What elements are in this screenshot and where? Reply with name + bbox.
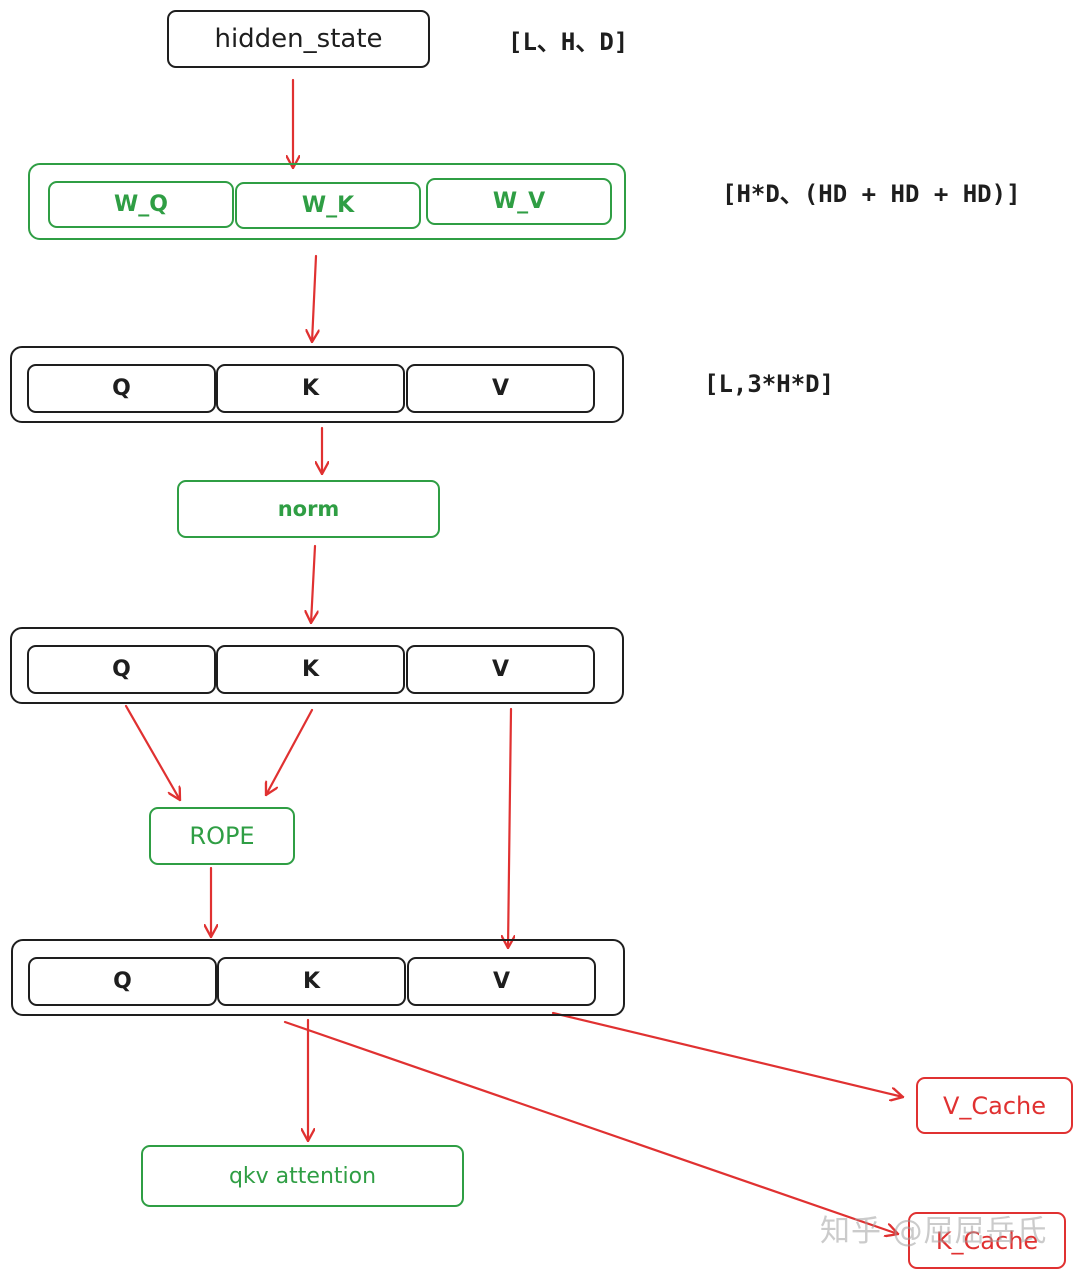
qkv-attention-label: qkv attention xyxy=(228,1163,377,1189)
w-k-label: W_K xyxy=(301,193,355,218)
v-cache-node: V_Cache xyxy=(916,1077,1073,1134)
arrow-q-to-rope xyxy=(124,704,180,800)
q-cell: Q xyxy=(27,364,216,413)
rope-node: ROPE xyxy=(149,807,295,865)
norm-node: norm xyxy=(177,480,440,538)
norm-label: norm xyxy=(277,497,340,521)
hidden-state-label: hidden_state xyxy=(214,24,383,54)
v-label: V xyxy=(491,376,510,401)
v-label: V xyxy=(491,657,510,682)
q-cell: Q xyxy=(27,645,216,694)
k-cache-node: K_Cache xyxy=(908,1212,1066,1269)
hidden-state-node: hidden_state xyxy=(167,10,430,68)
watermark: 知乎 @屈屈岳氏 xyxy=(820,1214,1048,1249)
k-cache-label: K_Cache xyxy=(935,1226,1039,1255)
k-cell: K xyxy=(216,645,405,694)
rope-label: ROPE xyxy=(189,822,255,850)
w-v-label: W_V xyxy=(492,189,546,214)
q-label: Q xyxy=(112,376,131,401)
q-cell: Q xyxy=(28,957,217,1006)
q-label: Q xyxy=(113,969,132,994)
hidden-state-shape-label: [L、H、D] xyxy=(508,28,629,56)
qkv-attention-node: qkv attention xyxy=(141,1145,464,1207)
v-cell: V xyxy=(406,645,595,694)
arrow-v-to-final-qkv xyxy=(508,707,511,948)
v-cell: V xyxy=(406,364,595,413)
w-k-node: W_K xyxy=(235,182,421,229)
qkv-group-2 xyxy=(10,627,624,704)
arrow-norm-to-qkv xyxy=(311,544,315,623)
weights-group xyxy=(28,163,626,240)
k-label: K xyxy=(301,376,320,401)
k-label: K xyxy=(301,657,320,682)
arrow-k-to-rope xyxy=(266,708,314,795)
arrow-weights-to-qkv xyxy=(312,254,316,342)
k-cell: K xyxy=(216,364,405,413)
w-q-label: W_Q xyxy=(114,192,168,217)
k-label: K xyxy=(302,969,321,994)
v-label: V xyxy=(492,969,511,994)
w-q-node: W_Q xyxy=(48,181,234,228)
arrow-v-to-v-cache xyxy=(551,1011,903,1097)
arrow-k-to-k-cache xyxy=(283,1020,898,1234)
w-v-node: W_V xyxy=(426,178,612,225)
qkv-shape-label: [L,3*H*D] xyxy=(704,370,835,398)
qkv-group-3 xyxy=(11,939,625,1016)
v-cache-label: V_Cache xyxy=(942,1091,1047,1120)
q-label: Q xyxy=(112,657,131,682)
v-cell: V xyxy=(407,957,596,1006)
k-cell: K xyxy=(217,957,406,1006)
qkv-group-1 xyxy=(10,346,624,423)
weights-shape-label: [H*D、(HD + HD + HD)] xyxy=(722,180,1021,208)
